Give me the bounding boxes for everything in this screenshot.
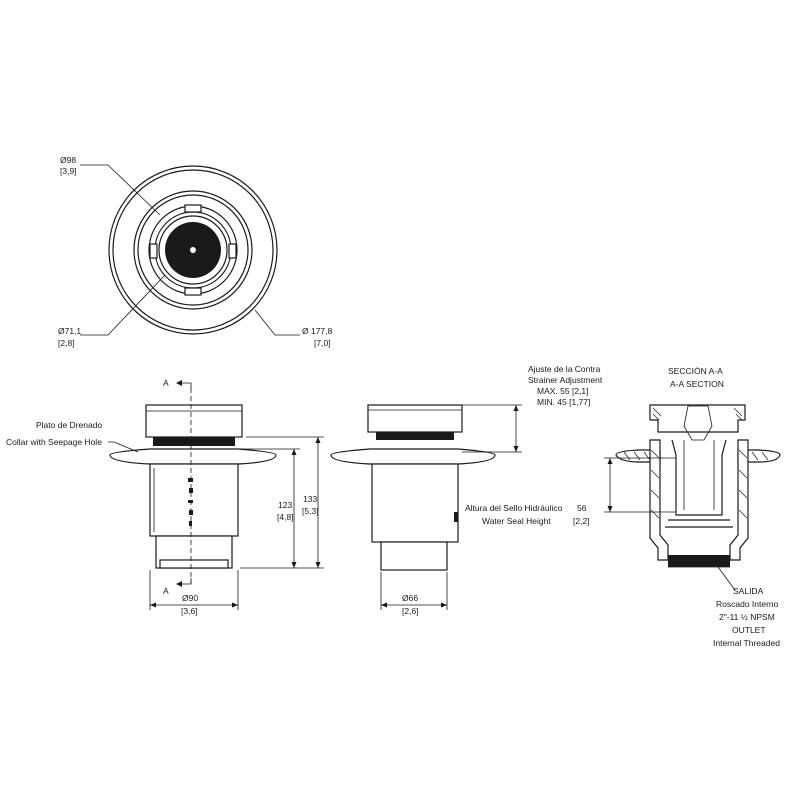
dim-66-sub: [2,6] <box>402 606 419 616</box>
outlet-line-0: SALIDA <box>733 586 764 596</box>
section-mark-bottom: A <box>163 586 169 596</box>
dim-90-sub: [3,6] <box>181 606 198 616</box>
dim-98-sub: [3,9] <box>60 166 77 176</box>
dim-123-sub: [4,8] <box>277 512 294 522</box>
outlet-line-3: OUTLET <box>732 625 766 635</box>
dim-133-value: 133 <box>303 494 317 504</box>
dim-98-value: Ø98 <box>60 155 76 165</box>
seal-label-es: Altura del Sello Hidráulico <box>465 503 563 513</box>
collar-label-es: Plato de Drenado <box>36 420 102 430</box>
adjust-max: MAX. 55 [2,1] <box>537 386 589 396</box>
adjust-line2: Strainer Adjustment <box>528 375 603 385</box>
dim-71-value: Ø71,1 <box>58 326 81 336</box>
collar-label-en: Collar with Seepage Hole <box>6 437 102 447</box>
section-title-es: SECCIÓN A-A <box>668 366 723 376</box>
adjust-line1: Ajuste de la Contra <box>528 364 601 374</box>
outlet-line-4: Internal Threaded <box>713 638 780 648</box>
dim-133-sub: [5,3] <box>302 506 319 516</box>
outlet-line-1: Roscado Interno <box>716 599 779 609</box>
section-title-en: A-A SECTION <box>670 379 724 389</box>
outlet-line-2: 2"-11 ½ NPSM <box>719 612 775 622</box>
top-view: Ø98 [3,9] Ø71,1 [2,8] Ø 177,8 [7,0] <box>58 155 333 348</box>
section-view: SECCIÓN A-A A-A SECTION <box>604 366 781 648</box>
dim-177-value: Ø 177,8 <box>302 326 333 336</box>
adjust-min: MIN. 45 [1,77] <box>537 397 590 407</box>
seepage-hole-marks <box>188 478 193 526</box>
dim-71-sub: [2,8] <box>58 338 75 348</box>
dim-66-value: Ø66 <box>402 593 418 603</box>
front-view: A A Plato de Drenado Collar with Seepage… <box>6 378 324 616</box>
seal-label-en: Water Seal Height <box>482 516 551 526</box>
dim-177-sub: [7,0] <box>314 338 331 348</box>
seal-value: 56 <box>577 503 587 513</box>
dim-90-value: Ø90 <box>182 593 198 603</box>
section-mark-top: A <box>163 378 169 388</box>
dim-123-value: 123 <box>278 500 292 510</box>
seal-sub: [2,2] <box>573 516 590 526</box>
side-view: Ajuste de la Contra Strainer Adjustment … <box>330 364 603 616</box>
